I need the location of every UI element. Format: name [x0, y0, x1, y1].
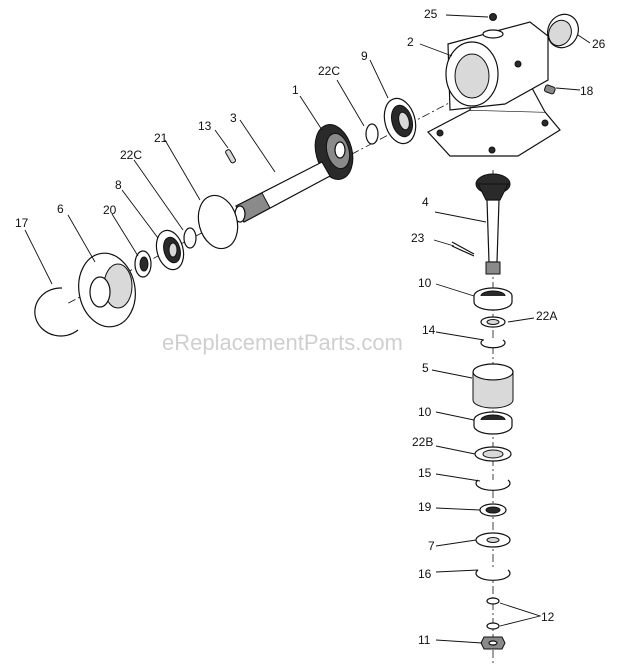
label-19: 19 — [418, 500, 432, 514]
shim-22b — [474, 446, 512, 462]
input-shaft — [234, 161, 331, 223]
nut-11 — [480, 636, 506, 650]
label-13: 13 — [198, 119, 212, 133]
label-20: 20 — [103, 203, 117, 217]
seal-20 — [134, 250, 152, 278]
label-6: 6 — [57, 202, 64, 216]
shim-22c-upper — [365, 123, 379, 145]
label-22c-lower: 22C — [120, 148, 142, 162]
housing-plug — [543, 84, 556, 95]
label-9: 9 — [361, 49, 368, 63]
label-25: 25 — [424, 7, 438, 21]
label-12: 12 — [541, 610, 555, 624]
watermark-text: eReplacementParts.com — [162, 330, 403, 355]
label-22a: 22A — [536, 309, 557, 323]
part-labels: 1 2 3 4 5 6 7 8 9 10 10 11 12 13 14 15 1… — [15, 7, 606, 647]
bearing-10-lower — [473, 411, 513, 435]
label-2: 2 — [407, 35, 414, 49]
grease-fitting — [489, 13, 497, 21]
bearing-10-upper — [473, 287, 513, 311]
label-26: 26 — [592, 37, 606, 51]
label-4: 4 — [422, 195, 429, 209]
retaining-ring-17 — [34, 287, 79, 337]
spacer-tube — [472, 363, 514, 409]
label-7: 7 — [428, 539, 435, 553]
label-21: 21 — [154, 131, 168, 145]
shim-22c-lower — [183, 227, 197, 249]
label-3: 3 — [230, 111, 237, 125]
label-18: 18 — [580, 84, 594, 98]
gearbox-housing — [427, 21, 561, 157]
washer-7 — [475, 532, 511, 548]
shim-22a — [480, 316, 506, 328]
snap-ring-16 — [475, 569, 511, 581]
label-11: 11 — [418, 633, 431, 647]
shaft-key — [225, 149, 236, 164]
label-23: 23 — [411, 231, 425, 245]
washers-12 — [486, 597, 500, 630]
label-15: 15 — [418, 466, 432, 480]
label-10-lower: 10 — [418, 405, 432, 419]
label-1: 1 — [292, 83, 299, 97]
label-22c-upper: 22C — [318, 64, 340, 78]
label-17: 17 — [15, 216, 29, 230]
label-16: 16 — [418, 567, 432, 581]
label-22b: 22B — [412, 435, 433, 449]
cotter-pin — [451, 241, 475, 257]
seal-19 — [479, 503, 507, 517]
o-ring — [197, 194, 239, 250]
bearing-9 — [383, 97, 417, 145]
snap-ring-14 — [480, 339, 506, 349]
label-14: 14 — [422, 323, 436, 337]
pinion-shaft — [475, 173, 511, 275]
label-5: 5 — [422, 361, 429, 375]
leader-lines — [24, 14, 591, 644]
bearing-8 — [155, 229, 185, 271]
label-8: 8 — [115, 178, 122, 192]
housing-cap — [547, 13, 579, 49]
label-10-upper: 10 — [418, 276, 432, 290]
snap-ring-15 — [475, 479, 511, 491]
bearing-cover — [78, 252, 136, 328]
